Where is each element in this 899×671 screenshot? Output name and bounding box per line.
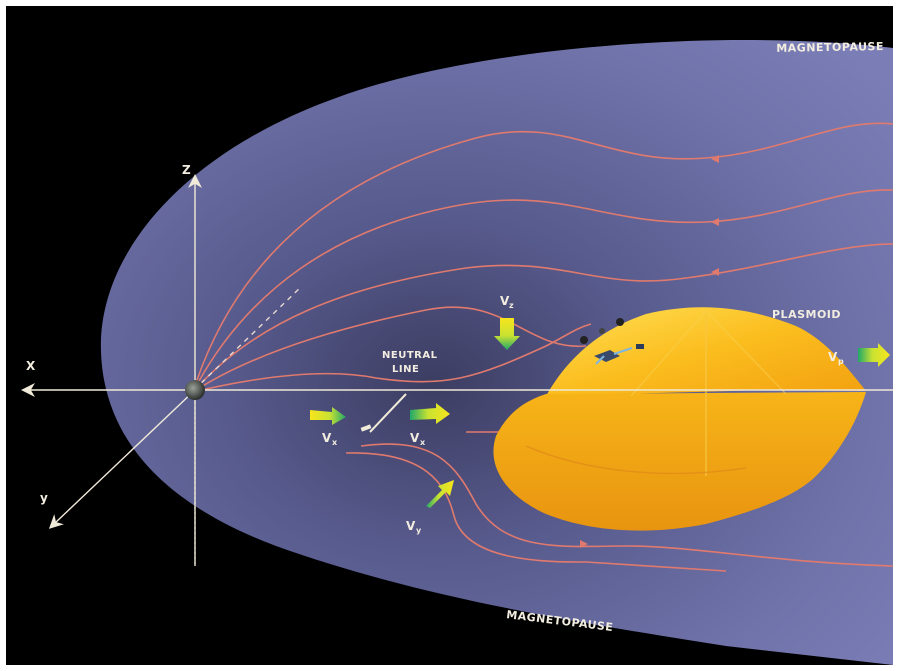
vx-left-arrow	[310, 407, 346, 425]
svg-text:V: V	[406, 519, 416, 533]
dipole-axis	[193, 285, 303, 391]
vy-label: V y	[406, 519, 422, 535]
z-axis-label: Z	[182, 163, 191, 177]
svg-text:V: V	[500, 294, 510, 308]
plasmoid	[493, 307, 866, 531]
field-line	[192, 122, 893, 393]
svg-text:p: p	[838, 357, 844, 366]
vz-arrow	[494, 318, 520, 350]
magnetotail-scene: MAGNETOPAUSE MAGNETOPAUSE PLASMOID NEUTR…	[6, 6, 893, 665]
svg-text:V: V	[322, 431, 332, 445]
vx-right-arrow	[410, 403, 450, 424]
vx-left-label: V x	[322, 431, 338, 447]
field-lines	[192, 122, 893, 572]
neutral-line-label-1: NEUTRAL	[382, 350, 438, 361]
field-line	[192, 306, 587, 393]
svg-text:y: y	[416, 526, 422, 535]
svg-text:V: V	[828, 350, 838, 364]
vz-label: V z	[500, 294, 514, 310]
field-line	[360, 443, 893, 567]
neutral-line-label-2: LINE	[392, 364, 419, 375]
magnetopause-label-top: MAGNETOPAUSE	[776, 40, 884, 55]
field-line	[345, 452, 727, 572]
neutral-line-marker	[360, 424, 372, 432]
field-line	[192, 189, 893, 393]
svg-text:x: x	[332, 438, 338, 447]
field-line	[192, 323, 592, 393]
y-axis	[48, 389, 196, 529]
neutral-line-pointer	[369, 393, 407, 433]
y-axis-label: y	[40, 491, 48, 505]
earth-icon	[185, 380, 205, 400]
field-direction-markers	[580, 155, 719, 548]
svg-text:x: x	[420, 438, 426, 447]
magnetotail-diagram: MAGNETOPAUSE MAGNETOPAUSE PLASMOID NEUTR…	[21, 40, 893, 665]
vx-right-label: V x	[410, 431, 426, 447]
spacecraft-icon	[580, 318, 644, 365]
vy-arrow	[426, 480, 454, 508]
svg-text:z: z	[509, 301, 514, 310]
plasmoid-label: PLASMOID	[772, 308, 841, 321]
vp-label: V p	[828, 350, 844, 366]
coordinate-axes	[21, 174, 893, 566]
velocity-arrow-icon	[310, 318, 890, 508]
x-axis-label: X	[26, 359, 36, 373]
field-line	[192, 243, 893, 393]
vp-arrow	[858, 343, 890, 367]
svg-text:V: V	[410, 431, 420, 445]
